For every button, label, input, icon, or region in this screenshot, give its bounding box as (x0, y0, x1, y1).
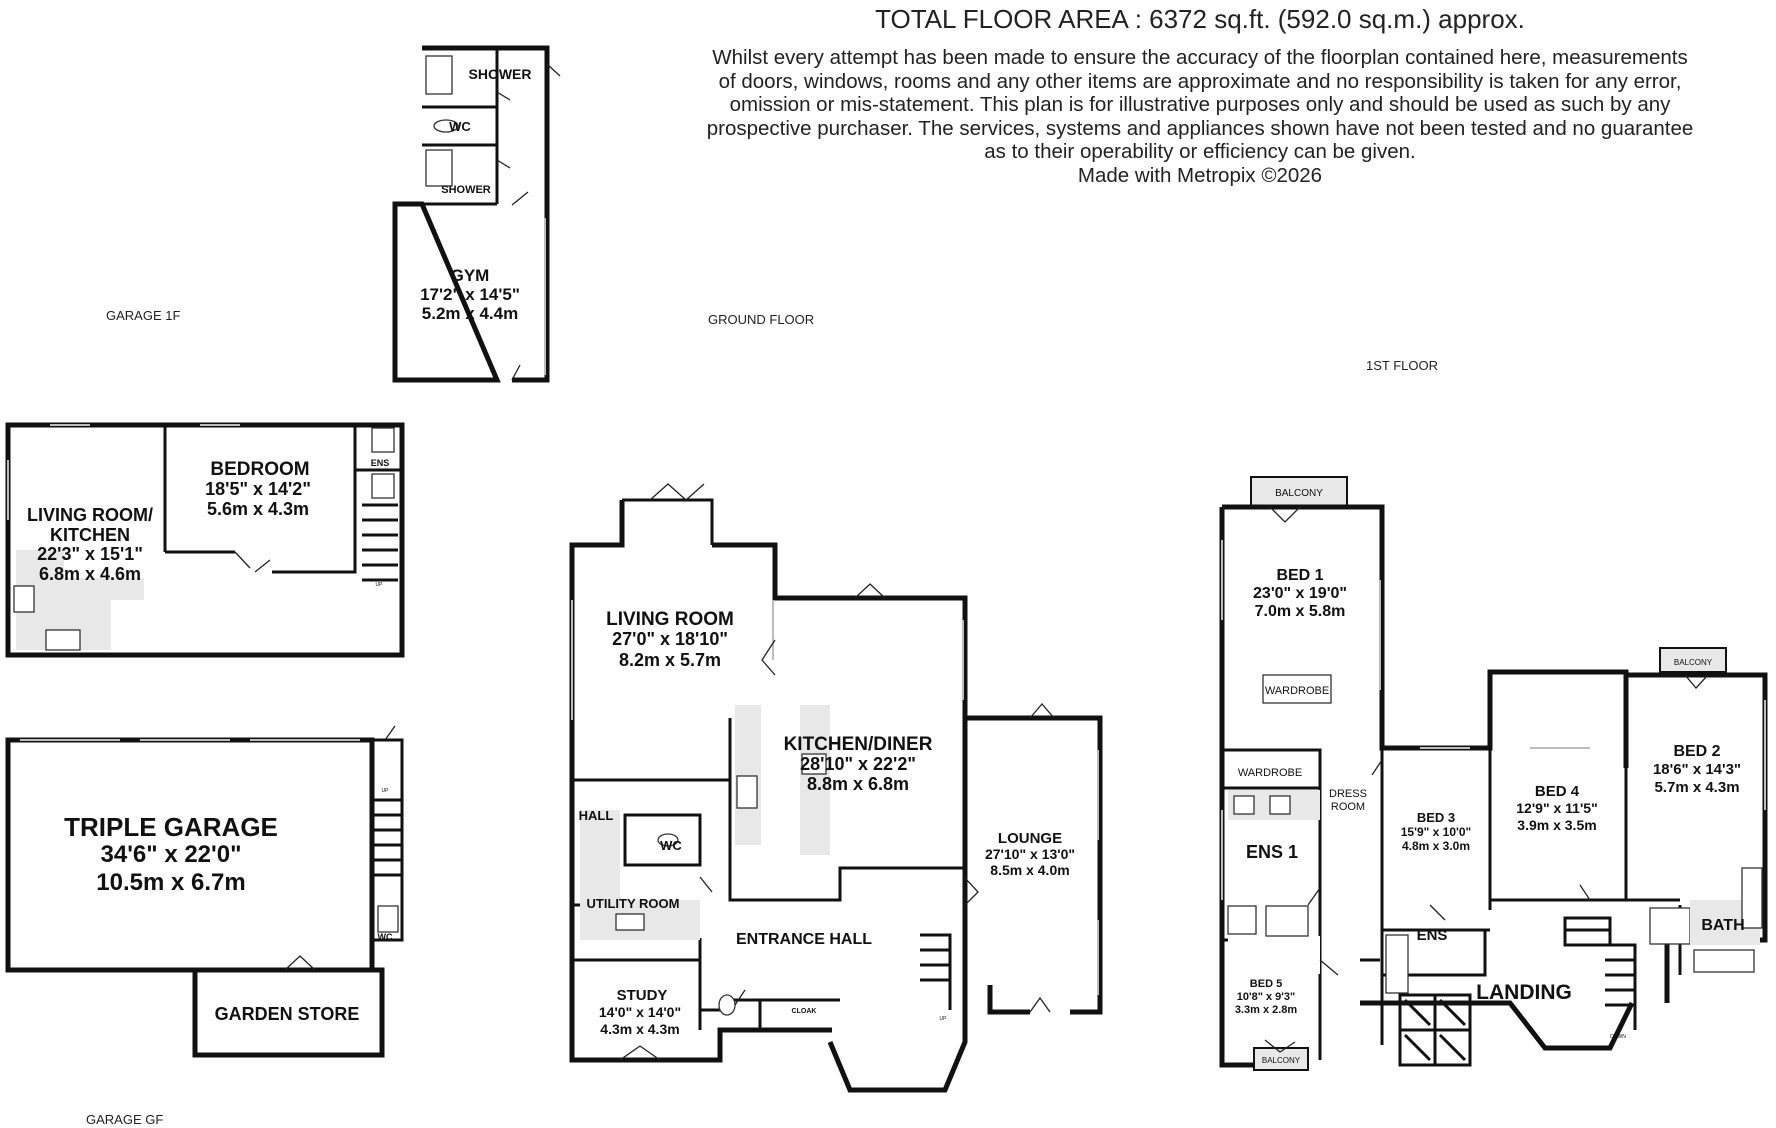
ground-floor-label: GROUND FLOOR (708, 312, 815, 327)
room-ens1: ENS 1 (1246, 842, 1298, 862)
ground-floor-block (569, 483, 1103, 1093)
room-shower-top: SHOWER (469, 66, 532, 82)
triple-garage-imperial: 34'6" x 22'0" (101, 841, 242, 868)
balcony-bed5: BALCONY (1262, 1056, 1301, 1065)
bed4-imperial: 12'9" x 11'5" (1516, 800, 1597, 816)
up-label-garage: UP (382, 788, 390, 794)
room-garden-store: GARDEN STORE (215, 1004, 360, 1024)
bed5-metric: 3.3m x 2.8m (1235, 1004, 1298, 1016)
disclaimer-line: prospective purchaser. The services, sys… (706, 116, 1694, 140)
bed5-imperial: 10'8" x 9'3" (1237, 991, 1295, 1003)
room-cloak: CLOAK (792, 1008, 817, 1015)
disclaimer-line: Whilst every attempt has been made to en… (712, 46, 1688, 69)
garage-1f-block (5, 422, 405, 658)
first-floor-label: 1ST FLOOR (1366, 358, 1439, 373)
kitchen-diner-imperial: 28'10" x 22'2" (800, 754, 916, 774)
room-kitchen-diner: KITCHEN/DINER (784, 734, 933, 755)
room-wc-ground: WC (660, 838, 682, 853)
disclaimer-line: as to their operability or efficiency ca… (984, 140, 1416, 163)
disclaimer: Whilst every attempt has been made to en… (640, 46, 1760, 187)
gym-block (392, 45, 561, 383)
metropix-credit: Made with Metropix ©2026 (1077, 163, 1323, 187)
bed2-imperial: 18'6" x 14'3" (1653, 761, 1741, 778)
room-shower-bottom: SHOWER (441, 184, 491, 196)
room-bed4: BED 4 (1535, 783, 1580, 800)
kitchen-diner-metric: 8.8m x 6.8m (807, 774, 909, 794)
bed4-metric: 3.9m x 3.5m (1517, 817, 1596, 833)
room-living-room: LIVING ROOM (606, 609, 734, 630)
room-study: STUDY (617, 987, 668, 1004)
room-utility: UTILITY ROOM (587, 896, 680, 911)
balcony-bed1: BALCONY (1275, 488, 1323, 499)
gym-metric: 5.2m x 4.4m (422, 304, 518, 323)
room-ens-first: ENS (1417, 927, 1448, 944)
room-hall: HALL (579, 808, 614, 823)
up-label-garage-1f: UP (376, 582, 384, 588)
bed2-metric: 5.7m x 4.3m (1654, 779, 1739, 796)
room-ens-small: ENS (371, 458, 390, 468)
disclaimer-line: omission or mis-statement. This plan is … (729, 93, 1671, 116)
total-floor-area: TOTAL FLOOR AREA : 6372 sq.ft. (592.0 sq… (875, 4, 1525, 34)
up-label-ground: UP (940, 1016, 948, 1022)
bedroom-imperial: 18'5" x 14'2" (205, 479, 311, 499)
room-living-kitchen-line1: LIVING ROOM/ (27, 505, 153, 525)
lounge-imperial: 27'10" x 13'0" (985, 846, 1075, 862)
wardrobe-ens: WARDROBE (1238, 767, 1302, 779)
room-lounge: LOUNGE (998, 830, 1062, 847)
balcony-bed2: BALCONY (1674, 658, 1713, 667)
room-triple-garage: TRIPLE GARAGE (64, 812, 278, 842)
living-room-metric: 8.2m x 5.7m (619, 650, 721, 670)
room-wc-garage: WC (378, 932, 393, 942)
room-labels: SHOWER WC SHOWER GYM 17'2" x 14'5" 5.2m … (27, 66, 1745, 1065)
wardrobe-bed1: WARDROBE (1265, 685, 1329, 697)
living-kitchen-metric: 6.8m x 4.6m (39, 564, 141, 584)
garage-1f-label: GARAGE 1F (106, 308, 181, 323)
room-bath: BATH (1701, 917, 1744, 934)
room-bed3: BED 3 (1417, 810, 1455, 825)
living-kitchen-imperial: 22'3" x 15'1" (37, 544, 143, 564)
room-landing: LANDING (1476, 981, 1572, 1004)
room-bed1: BED 1 (1276, 567, 1323, 584)
bed1-metric: 7.0m x 5.8m (1255, 603, 1346, 620)
disclaimer-line: of doors, windows, rooms and any other i… (718, 69, 1682, 93)
room-living-kitchen-line2: KITCHEN (50, 525, 130, 545)
room-dress-line1: DRESS (1329, 788, 1367, 800)
bed3-metric: 4.8m x 3.0m (1402, 839, 1470, 853)
room-gym: GYM (451, 266, 490, 285)
lounge-metric: 8.5m x 4.0m (990, 862, 1069, 878)
room-bed2: BED 2 (1673, 743, 1720, 760)
study-imperial: 14'0" x 14'0" (599, 1004, 681, 1020)
gym-imperial: 17'2" x 14'5" (420, 285, 520, 304)
first-floor-block (1219, 476, 1768, 1071)
down-label-landing: DOWN (1610, 1034, 1626, 1040)
room-bedroom: BEDROOM (210, 459, 309, 480)
bed1-imperial: 23'0" x 19'0" (1253, 585, 1347, 602)
study-metric: 4.3m x 4.3m (600, 1021, 679, 1037)
triple-garage-block (5, 725, 404, 1058)
bed3-imperial: 15'9" x 10'0" (1401, 825, 1471, 839)
living-room-imperial: 27'0" x 18'10" (612, 629, 728, 649)
triple-garage-metric: 10.5m x 6.7m (96, 869, 245, 896)
room-wc-gym: WC (449, 119, 471, 134)
room-bed5: BED 5 (1250, 978, 1282, 990)
room-dress-line2: ROOM (1331, 801, 1365, 813)
room-entrance-hall: ENTRANCE HALL (736, 931, 872, 948)
garage-gf-label: GARAGE GF (86, 1112, 164, 1127)
bedroom-metric: 5.6m x 4.3m (207, 499, 309, 519)
